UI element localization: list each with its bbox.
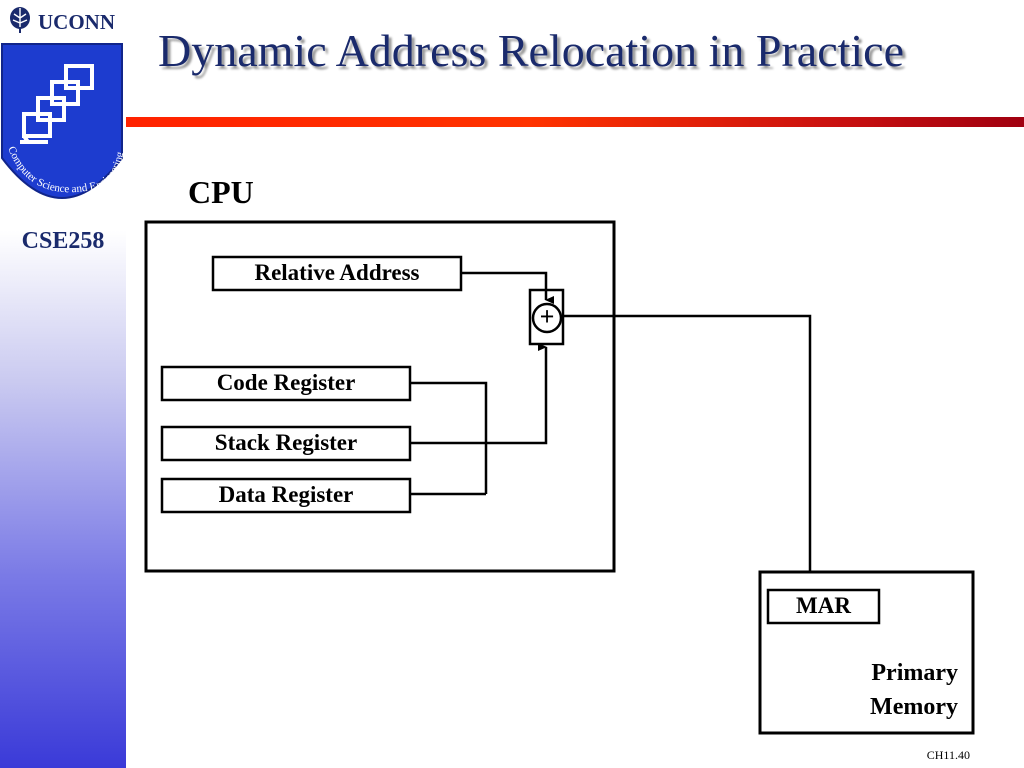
mar-box: [766, 588, 881, 625]
relative-address-label: Relative Address: [254, 260, 420, 285]
relative-address-box: [211, 255, 463, 292]
stack-register-label: Stack Register: [214, 430, 358, 455]
title-divider: [126, 117, 1024, 127]
data-register-label: Data Register: [218, 482, 354, 507]
uconn-logo: UCONN: [4, 4, 122, 36]
cpu-box: [144, 220, 616, 573]
course-code: CSE258: [21, 228, 105, 254]
oak-leaf-icon: [10, 7, 30, 33]
cpu-label: CPU: [188, 174, 254, 210]
code-register-line: [410, 381, 488, 494]
cse-department-badge: Computer Science and Engineering: [0, 43, 124, 199]
adder-circle: [531, 302, 563, 334]
page-title: Dynamic Address Relocation in Practice: [158, 25, 905, 76]
adder-symbol: +: [539, 302, 555, 331]
code-register-box: [160, 365, 412, 402]
primary-memory-label: Primary Memory: [820, 656, 958, 724]
relative-to-adder-line: [461, 271, 554, 304]
primary-memory-label-line1: Primary: [871, 660, 958, 686]
data-register-box: [160, 477, 412, 514]
code-register-label: Code Register: [216, 370, 356, 395]
adder-to-mar-line: [563, 314, 818, 582]
computer-stack-icon: [20, 64, 94, 144]
slide-number: CH11.40: [926, 748, 970, 762]
stack-register-line: [410, 343, 548, 445]
mar-label: MAR: [796, 593, 851, 618]
stack-register-box: [160, 425, 412, 462]
primary-memory-label-line2: Memory: [870, 694, 958, 720]
uconn-logo-text: UCONN: [38, 10, 115, 34]
